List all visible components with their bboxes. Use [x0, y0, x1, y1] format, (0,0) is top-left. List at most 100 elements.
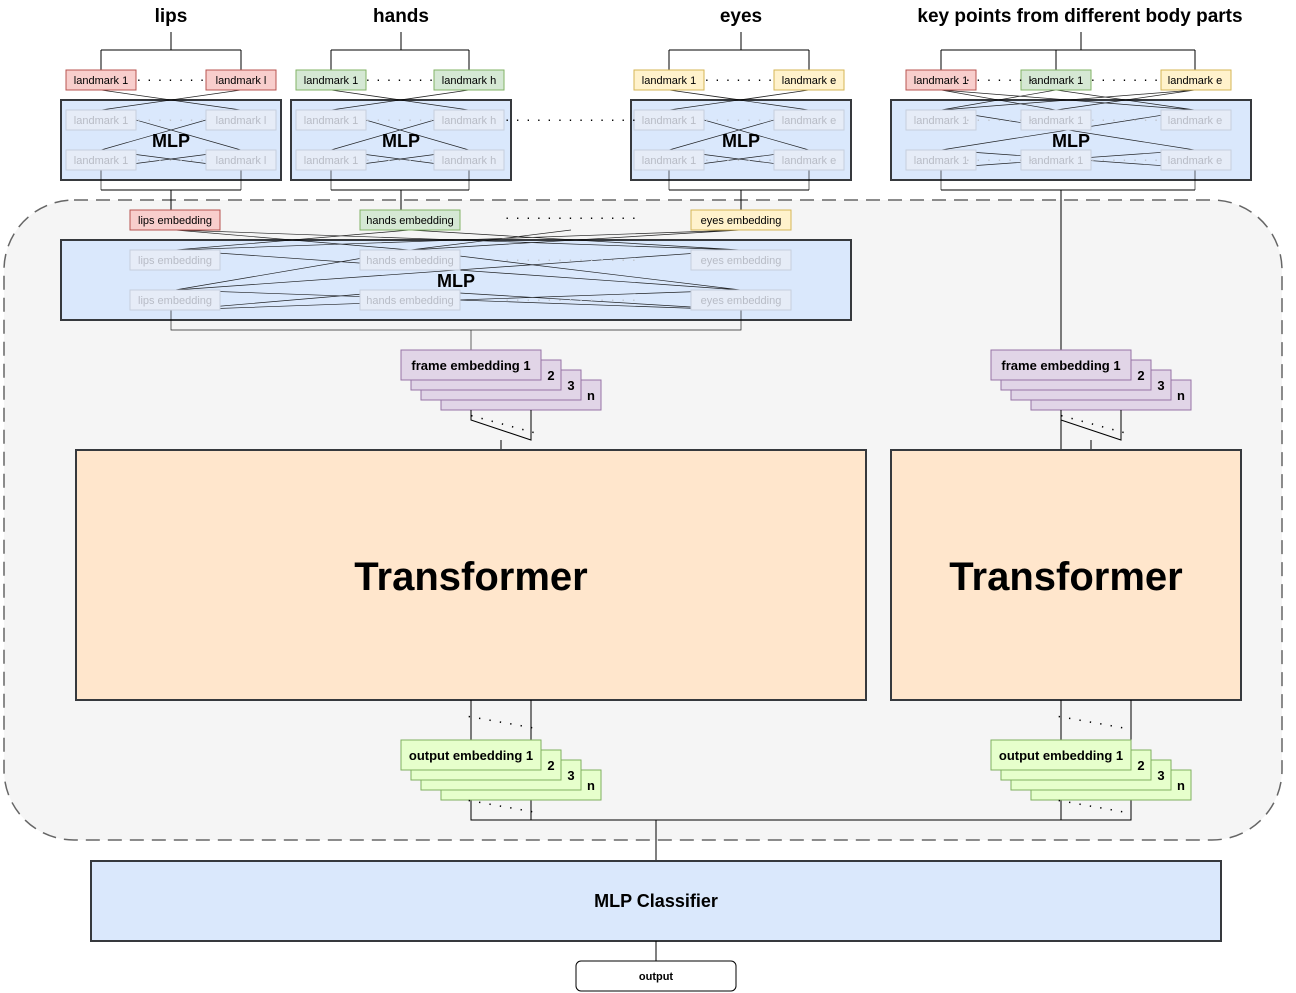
landmark-kp-eyes: landmark e: [1168, 75, 1222, 87]
dots-eyes: · · · · · · ·: [705, 71, 774, 87]
svg-text:landmark 1: landmark 1: [1029, 155, 1083, 167]
svg-text:output embedding 1: output embedding 1: [999, 748, 1123, 763]
lips-embedding-box: [129, 209, 221, 231]
svg-text:landmark e: landmark e: [1168, 155, 1222, 167]
svg-text:3: 3: [1157, 378, 1164, 393]
dots-kp-left: · · · · · · ·: [966, 71, 1035, 87]
svg-text:output embedding 1: output embedding 1: [409, 748, 533, 763]
hands-embedding-box: [359, 209, 461, 231]
svg-text:lips embedding: lips embedding: [138, 295, 212, 307]
svg-text:landmark 1: landmark 1: [642, 155, 696, 167]
mlp-classifier-box: [90, 860, 1222, 942]
svg-text:landmark 1: landmark 1: [642, 115, 696, 127]
svg-text:2: 2: [1137, 758, 1144, 773]
svg-text:landmark e: landmark e: [1168, 115, 1222, 127]
mlp-classifier-label: MLP Classifier: [594, 891, 718, 911]
header-keypoints: key points from different body parts: [917, 6, 1242, 27]
svg-text:· · · · · · ·: · · · · · · ·: [966, 111, 1035, 127]
output-box: [575, 960, 737, 992]
landmark-lips-first: landmark 1: [74, 75, 128, 87]
svg-text:· · · · · · ·: · · · · · · ·: [966, 151, 1035, 167]
svg-text:n: n: [587, 388, 595, 403]
landmark-inputs: [65, 69, 1232, 91]
svg-text:frame embedding 1: frame embedding 1: [411, 358, 530, 373]
svg-text:2: 2: [547, 368, 554, 383]
svg-text:landmark 1: landmark 1: [304, 115, 358, 127]
output-label: output: [639, 971, 674, 983]
svg-text:hands embedding: hands embedding: [366, 295, 453, 307]
svg-text:n: n: [1177, 388, 1185, 403]
svg-text:· · · · · · · · · · · · ·: · · · · · · · · · · · · ·: [505, 291, 637, 307]
landmark-eyes-last: landmark e: [782, 75, 836, 87]
mlp-faded-labels: landmark 1 landmark l landmark 1 landmar…: [74, 111, 1222, 167]
header-hands: hands: [373, 6, 429, 27]
svg-text:landmark e: landmark e: [782, 115, 836, 127]
frame-to-transformer-lines: [470, 410, 1122, 450]
svg-text:landmark 1: landmark 1: [1029, 115, 1083, 127]
frame-embedding-stack-right: frame embedding 1 2 3 n: [990, 349, 1192, 411]
svg-text:· · · · · · ·: · · · · · · ·: [705, 111, 774, 127]
dots-kp-right: · · · · · · ·: [1091, 71, 1160, 87]
dots-hands: · · · · · · ·: [366, 71, 435, 87]
landmark-hands-first: landmark 1: [304, 75, 358, 87]
svg-text:lips embedding: lips embedding: [138, 255, 212, 267]
eyes-embedding-label: eyes embedding: [701, 215, 782, 227]
svg-text:2: 2: [547, 758, 554, 773]
landmark-hands-last: landmark h: [442, 75, 496, 87]
transformer-box-right: [890, 449, 1242, 701]
eyes-embedding-box: [690, 209, 792, 231]
svg-text:3: 3: [1157, 768, 1164, 783]
svg-text:landmark h: landmark h: [442, 115, 496, 127]
svg-text:landmark 1: landmark 1: [74, 155, 128, 167]
header-eyes: eyes: [720, 6, 762, 27]
header-brackets: [100, 32, 1196, 70]
mlp-to-embedding-lines: [101, 189, 1195, 450]
dots-lips: · · · · · · ·: [137, 71, 206, 87]
mlp-label-lips: MLP: [152, 131, 190, 151]
svg-text:· · · · · · ·: · · · · · · ·: [705, 151, 774, 167]
hands-embedding-label: hands embedding: [366, 215, 453, 227]
svg-text:2: 2: [1137, 368, 1144, 383]
svg-text:landmark 1: landmark 1: [304, 155, 358, 167]
output-embedding-stack-right: output embedding 1 2 3 n: [990, 739, 1192, 801]
svg-text:· · · · · · ·: · · · · · · ·: [366, 151, 435, 167]
svg-text:landmark l: landmark l: [216, 115, 267, 127]
svg-text:· · · · · · · · · · · · ·: · · · · · · · · · · · · ·: [505, 251, 637, 267]
svg-text:· · · · · · ·: · · · · · · ·: [137, 111, 206, 127]
svg-text:frame embedding 1: frame embedding 1: [1001, 358, 1120, 373]
svg-text:landmark e: landmark e: [782, 155, 836, 167]
svg-text:· · · · · · ·: · · · · · · ·: [1091, 111, 1160, 127]
svg-text:landmark 1: landmark 1: [914, 155, 968, 167]
svg-text:· · · · · · ·: · · · · · · ·: [137, 151, 206, 167]
svg-text:3: 3: [567, 378, 574, 393]
header-lips: lips: [155, 6, 188, 27]
embedding-mlp-faded-rows: lips embedding hands embedding eyes embe…: [129, 249, 792, 311]
landmark-lips-last: landmark l: [216, 75, 267, 87]
transformer-label-left: Transformer: [354, 555, 587, 599]
transformer-label-right: Transformer: [949, 555, 1182, 599]
mlp-label-keypoints: MLP: [1052, 131, 1090, 151]
landmark-eyes-first: landmark 1: [642, 75, 696, 87]
svg-text:hands embedding: hands embedding: [366, 255, 453, 267]
lips-embedding-label: lips embedding: [138, 215, 212, 227]
svg-text:· · · · · · ·: · · · · · · ·: [366, 111, 435, 127]
mlp-cross-lines: [100, 89, 1196, 190]
svg-text:landmark l: landmark l: [216, 155, 267, 167]
frame-embedding-stack-left: frame embedding 1 2 3 n: [400, 349, 602, 411]
svg-text:landmark 1: landmark 1: [914, 115, 968, 127]
svg-text:3: 3: [567, 768, 574, 783]
mlp-label-eyes: MLP: [722, 131, 760, 151]
svg-text:eyes embedding: eyes embedding: [701, 295, 782, 307]
landmark-kp-hands: landmark 1: [1029, 75, 1083, 87]
mlp-faded-rows: [65, 109, 1232, 171]
mlp-label-embeddings: MLP: [437, 271, 475, 291]
transformer-box-left: [75, 449, 867, 701]
svg-text:n: n: [1177, 778, 1185, 793]
transformer-to-output-lines: [470, 700, 1132, 860]
svg-text:landmark h: landmark h: [442, 155, 496, 167]
svg-text:n: n: [587, 778, 595, 793]
landmark-kp-lips: landmark 1: [914, 75, 968, 87]
mlp-label-hands: MLP: [382, 131, 420, 151]
svg-text:· · · · · · ·: · · · · · · ·: [1091, 151, 1160, 167]
